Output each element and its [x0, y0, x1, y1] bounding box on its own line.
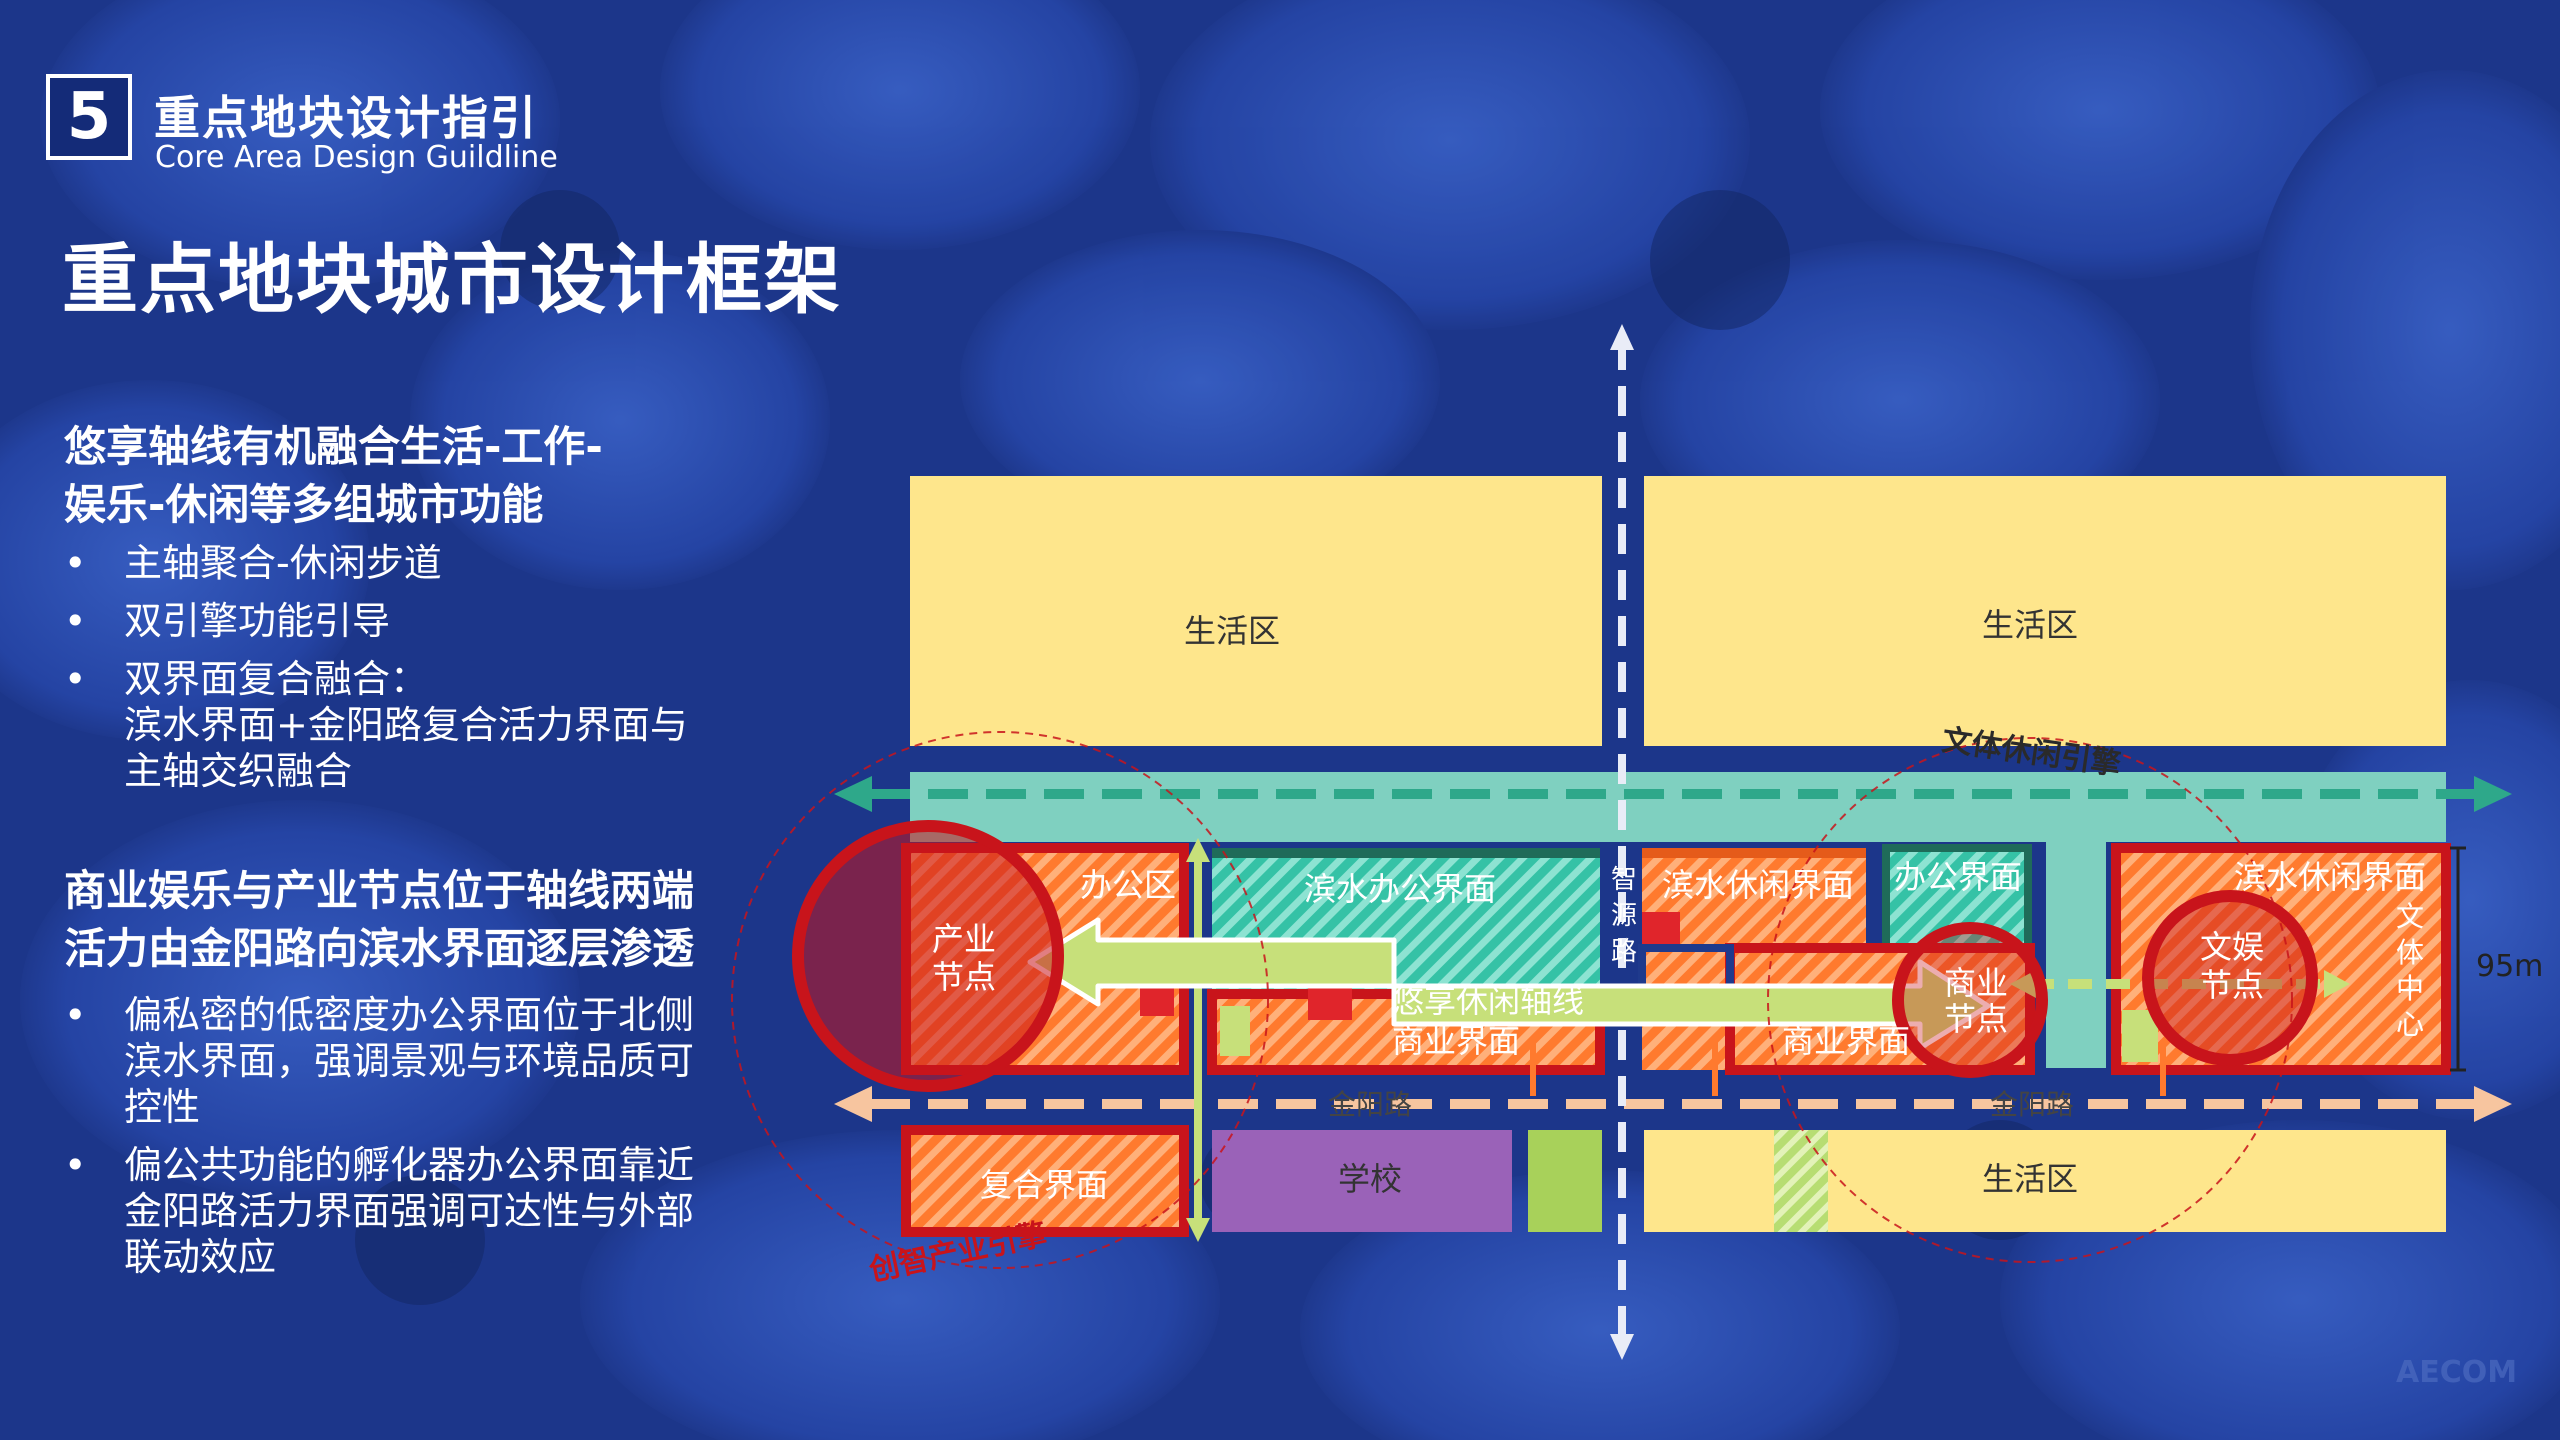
leisure-axis-arrow: [1027, 917, 1991, 1051]
label-waterfront-leisure-2: 滨水休闲界面: [2234, 858, 2426, 896]
east-lime-arrow-right: [2324, 970, 2350, 998]
block2-heading-line2: 活力由金阳路向滨水界面逐层渗透: [64, 924, 695, 973]
lime-connector-arrow-bottom: [1186, 1218, 1210, 1242]
entertainment-node-circle: [2142, 890, 2318, 1066]
waterfront-office-edge: [1212, 848, 1600, 858]
label-commercial-west: 商业界面: [1392, 1022, 1520, 1060]
block1-bullets: 主轴聚合-休闲步道 双引擎功能引导 双界面复合融合： 滨水界面+金阳路复合活力界…: [64, 540, 764, 806]
school-block: [1212, 1130, 1512, 1232]
label-culture-4: 心: [2396, 1008, 2424, 1041]
connector-3: [2160, 1040, 2166, 1096]
vertical-axis-arrow-top: [1610, 324, 1634, 350]
block1-heading-line1: 悠享轴线有机融合生活-工作-: [64, 422, 603, 471]
composite-interface-block: [901, 1125, 1189, 1237]
label-industry-node-1: 产业: [932, 920, 996, 958]
section-number-badge: 5: [46, 74, 132, 160]
block2-bullet-1: 偏私密的低密度办公界面位于北侧 滨水界面，强调景观与环境品质可 控性: [64, 992, 764, 1130]
block1-bullet-2: 双引擎功能引导: [64, 598, 764, 644]
red-accent-2: [1308, 984, 1352, 1020]
label-commercial-node-1: 商业: [1944, 964, 2008, 1002]
section-number: 5: [66, 80, 112, 154]
label-ent-node-1: 文娱: [2200, 928, 2264, 966]
lime-connector-arrow-top: [1186, 838, 1210, 862]
living-zone-nw: [910, 476, 1602, 746]
label-dimension: 95m: [2476, 949, 2543, 984]
label-culture-2: 体: [2396, 936, 2424, 969]
label-commercial-east: 商业界面: [1782, 1022, 1910, 1060]
label-living-ne: 生活区: [1982, 606, 2078, 644]
lime-accent-1: [1220, 1006, 1250, 1056]
red-accent-3: [1642, 912, 1680, 950]
label-cross-road-2: 源: [1611, 901, 1637, 931]
vertical-axis-arrow-bottom: [1610, 1334, 1634, 1360]
label-waterfront-office: 滨水办公界面: [1304, 870, 1496, 908]
jinyang-road-arrow-left: [834, 1086, 872, 1122]
label-ent-node-2: 节点: [2200, 966, 2264, 1004]
block1-bullet-1: 主轴聚合-休闲步道: [64, 540, 764, 586]
commercial-node-circle: [1892, 922, 2048, 1078]
page-title: 重点地块城市设计框架: [62, 235, 842, 324]
connector-1: [1530, 1040, 1536, 1096]
block1-heading: 悠享轴线有机融合生活-工作- 娱乐-休闲等多组城市功能: [64, 418, 724, 534]
lime-hatch-south: [1774, 1130, 1828, 1232]
label-waterfront-leisure-1: 滨水休闲界面: [1662, 866, 1854, 904]
label-road-west: 金阳路: [1328, 1088, 1412, 1121]
jinyang-road-arrow-right: [2474, 1086, 2512, 1122]
aecom-logo: AECOM: [2396, 1355, 2517, 1390]
label-living-nw: 生活区: [1184, 612, 1280, 650]
block2-heading: 商业娱乐与产业节点位于轴线两端 活力由金阳路向滨水界面逐层渗透: [64, 862, 764, 978]
connector-2: [1712, 1040, 1718, 1096]
section-title-cn: 重点地块设计指引: [154, 91, 538, 145]
label-cross-road-3: 路: [1611, 937, 1637, 967]
label-composite-interface: 复合界面: [980, 1166, 1108, 1204]
label-industry-node-2: 节点: [932, 958, 996, 996]
label-leisure-axis: 悠享休闲轴线: [1392, 982, 1584, 1020]
teal-corridor: [2046, 842, 2106, 1068]
label-road-east: 金阳路: [1990, 1088, 2074, 1121]
block2-bullets: 偏私密的低密度办公界面位于北侧 滨水界面，强调景观与环境品质可 控性 偏公共功能…: [64, 992, 764, 1292]
label-cross-road-1: 智: [1611, 865, 1637, 895]
east-lime-arrow-left: [2010, 970, 2036, 998]
engine-circle-left: [731, 731, 1269, 1269]
waterfront-arrow-right: [2474, 776, 2512, 812]
engine-circle-right: [1767, 737, 2293, 1263]
label-living-se: 生活区: [1982, 1160, 2078, 1198]
block1-heading-line2: 娱乐-休闲等多组城市功能: [64, 480, 544, 529]
green-strip: [910, 772, 2446, 842]
living-zone-ne: [1644, 476, 2446, 746]
label-office-zone: 办公区: [1080, 866, 1176, 904]
label-culture-3: 中: [2396, 972, 2424, 1005]
block1-bullet-3: 双界面复合融合： 滨水界面+金阳路复合活力界面与 主轴交织融合: [64, 656, 764, 794]
label-commercial-node-2: 节点: [1944, 1000, 2008, 1038]
block2-heading-line1: 商业娱乐与产业节点位于轴线两端: [64, 866, 695, 915]
label-office-interface: 办公界面: [1894, 858, 2022, 896]
block2-bullet-2: 偏公共功能的孵化器办公界面靠近 金阳路活力界面强调可达性与外部 联动效应: [64, 1142, 764, 1280]
label-school: 学校: [1338, 1160, 1402, 1198]
label-culture-1: 文: [2396, 900, 2424, 933]
industry-node-circle: [792, 820, 1064, 1092]
section-title-en: Core Area Design Guildline: [155, 140, 558, 175]
green-block-south: [1528, 1130, 1602, 1232]
waterfront-arrow-left: [834, 776, 872, 812]
waterfront-leisure-edge-1: [1642, 848, 1866, 858]
